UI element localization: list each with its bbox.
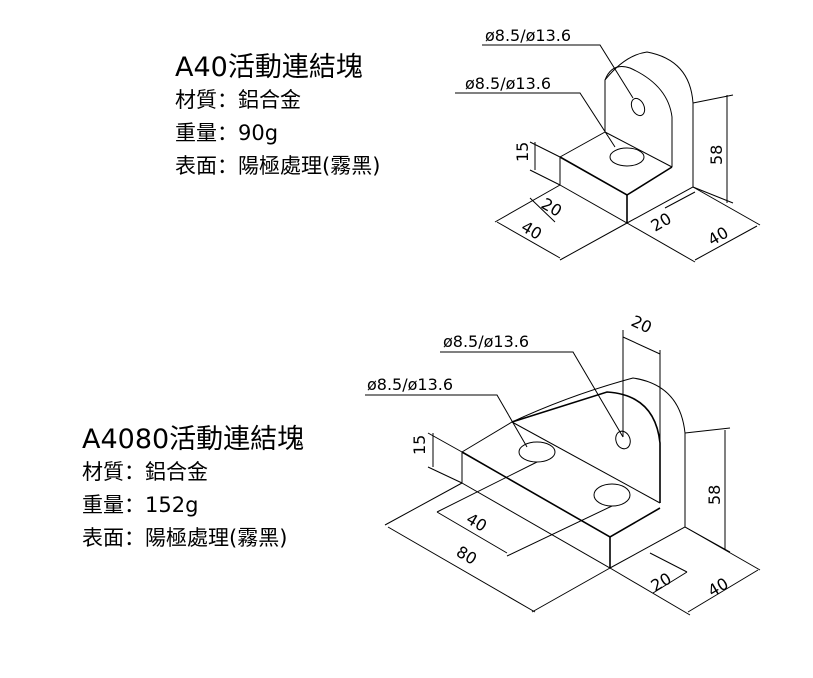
- weight: 重量：90g: [175, 121, 279, 145]
- dimension-label: 15: [410, 435, 429, 455]
- weight: 重量：152g: [82, 493, 199, 517]
- dim-right: 20 40: [609, 526, 761, 616]
- dimension-label: 40: [463, 509, 490, 536]
- spec-a4080: A4080活動連結塊 材質：鋁合金 重量：152g 表面：陽極處理(霧黑): [82, 424, 304, 555]
- dim-right: 20 40: [626, 186, 761, 263]
- material: 材質：鋁合金: [82, 460, 208, 484]
- drawing-a40: ø8.5/ø13.6 ø8.5/ø13.6 15 58 20 40 20 40: [455, 26, 761, 263]
- dimension-label: 58: [705, 485, 724, 505]
- dimension-label: 15: [513, 142, 532, 162]
- surface: 表面：陽極處理(霧黑): [82, 526, 288, 550]
- leader-hole-lower: ø8.5/ø13.6: [365, 375, 528, 448]
- dimension-label: 20: [648, 569, 675, 596]
- dimension-label: 40: [518, 217, 545, 244]
- part-outline: [559, 51, 694, 224]
- dimension-label: ø8.5/ø13.6: [485, 26, 571, 45]
- drawing-a4080: ø8.5/ø13.6 ø8.5/ø13.6 20 15 58 40 80 20: [365, 311, 761, 616]
- dimension-label: 40: [705, 223, 732, 250]
- dimension-label: ø8.5/ø13.6: [465, 74, 551, 93]
- part-outline: [461, 377, 686, 569]
- spec-a40: A40活動連結塊 材質：鋁合金 重量：90g 表面：陽極處理(霧黑): [175, 52, 380, 183]
- dimension-label: 20: [648, 209, 675, 236]
- leader-hole-upper: ø8.5/ø13.6: [482, 26, 634, 99]
- leader-hole-upper: ø8.5/ø13.6: [440, 332, 624, 438]
- dimension-label: ø8.5/ø13.6: [443, 332, 529, 351]
- material: 材質：鋁合金: [175, 88, 301, 112]
- leader-hole-lower: ø8.5/ø13.6: [455, 74, 616, 148]
- product-title: A40活動連結塊: [175, 52, 363, 83]
- dimension-label: 20: [628, 311, 654, 337]
- dim-left: 20 40: [494, 184, 628, 261]
- product-title: A4080活動連結塊: [82, 424, 305, 455]
- dimension-label: 20: [538, 194, 565, 221]
- surface: 表面：陽極處理(霧黑): [175, 154, 381, 178]
- dimension-label: ø8.5/ø13.6: [367, 375, 453, 394]
- dimension-label: 80: [453, 542, 480, 569]
- dimension-label: 58: [707, 145, 726, 165]
- dim-thickness: 15: [410, 432, 463, 484]
- dim-top-width: 20: [622, 311, 661, 443]
- dim-height: 58: [684, 427, 731, 553]
- dimension-label: 40: [705, 574, 732, 601]
- dim-height: 58: [692, 94, 734, 204]
- dim-thickness: 15: [513, 141, 561, 186]
